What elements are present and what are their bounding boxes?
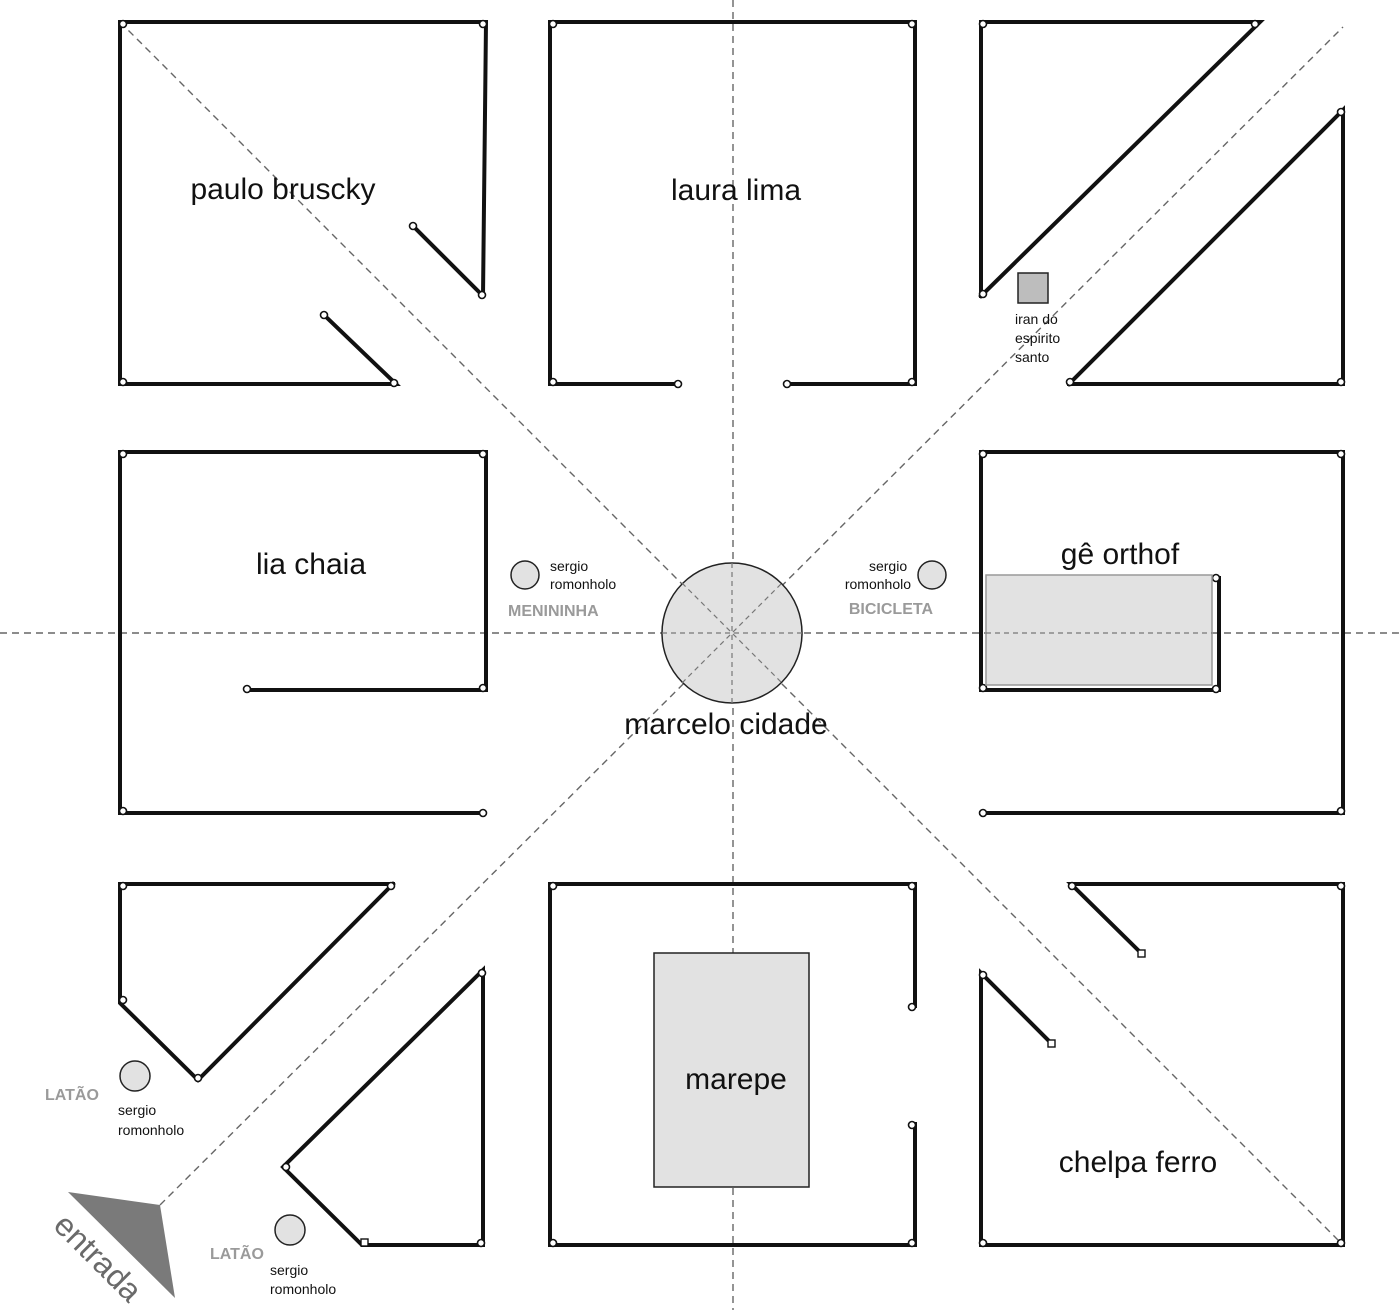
sergio-latao-object-b [274, 1214, 306, 1246]
room-chelpa-ferro [978, 881, 1346, 1248]
artist-label-chelpa-ferro: chelpa ferro [1059, 1146, 1217, 1179]
room-bottom-left [118, 881, 487, 1248]
center-guides [662, 563, 802, 703]
artist-label-iran: iran do espirito santo [1015, 311, 1064, 365]
artist-label-ge-orthof: gê orthof [1061, 538, 1180, 571]
iran-artwork [1017, 272, 1049, 304]
room-lia-chaia [118, 449, 488, 818]
room-iran-do-espirito-santo [978, 19, 1346, 387]
artist-label-paulo-bruscky: paulo bruscky [190, 173, 375, 206]
work-label-latao-a: LATÃO [45, 1084, 99, 1104]
artist-label-laura-lima: laura lima [671, 174, 801, 207]
artist-label-lia-chaia: lia chaia [256, 548, 366, 581]
room-marepe [548, 881, 917, 1248]
entrance-marker [68, 1192, 175, 1298]
sergio-label-right: sergio romonholo [845, 558, 911, 592]
room-paulo-bruscky [118, 19, 489, 388]
sergio-label-bottom-b: sergio romonholo [270, 1262, 336, 1297]
artist-label-marepe: marepe [685, 1063, 787, 1096]
room-laura-lima [548, 19, 917, 389]
work-label-bicicleta: BICICLETA [849, 601, 934, 618]
sergio-latao-object-a [119, 1060, 151, 1092]
room-ge-orthof [978, 449, 1346, 818]
sergio-bicicleta-object [917, 560, 947, 590]
artist-label-marcelo-cidade: marcelo cidade [624, 708, 827, 741]
sergio-label-bottom-a: sergio romonholo [118, 1102, 184, 1138]
work-label-menininha: MENININHA [508, 603, 599, 620]
sergio-menininha-object [510, 560, 540, 590]
marepe-artwork [653, 952, 810, 1188]
sergio-label-left: sergio romonholo [550, 558, 616, 592]
ge-orthof-artwork [985, 574, 1213, 686]
work-label-latao-b: LATÃO [210, 1243, 264, 1263]
